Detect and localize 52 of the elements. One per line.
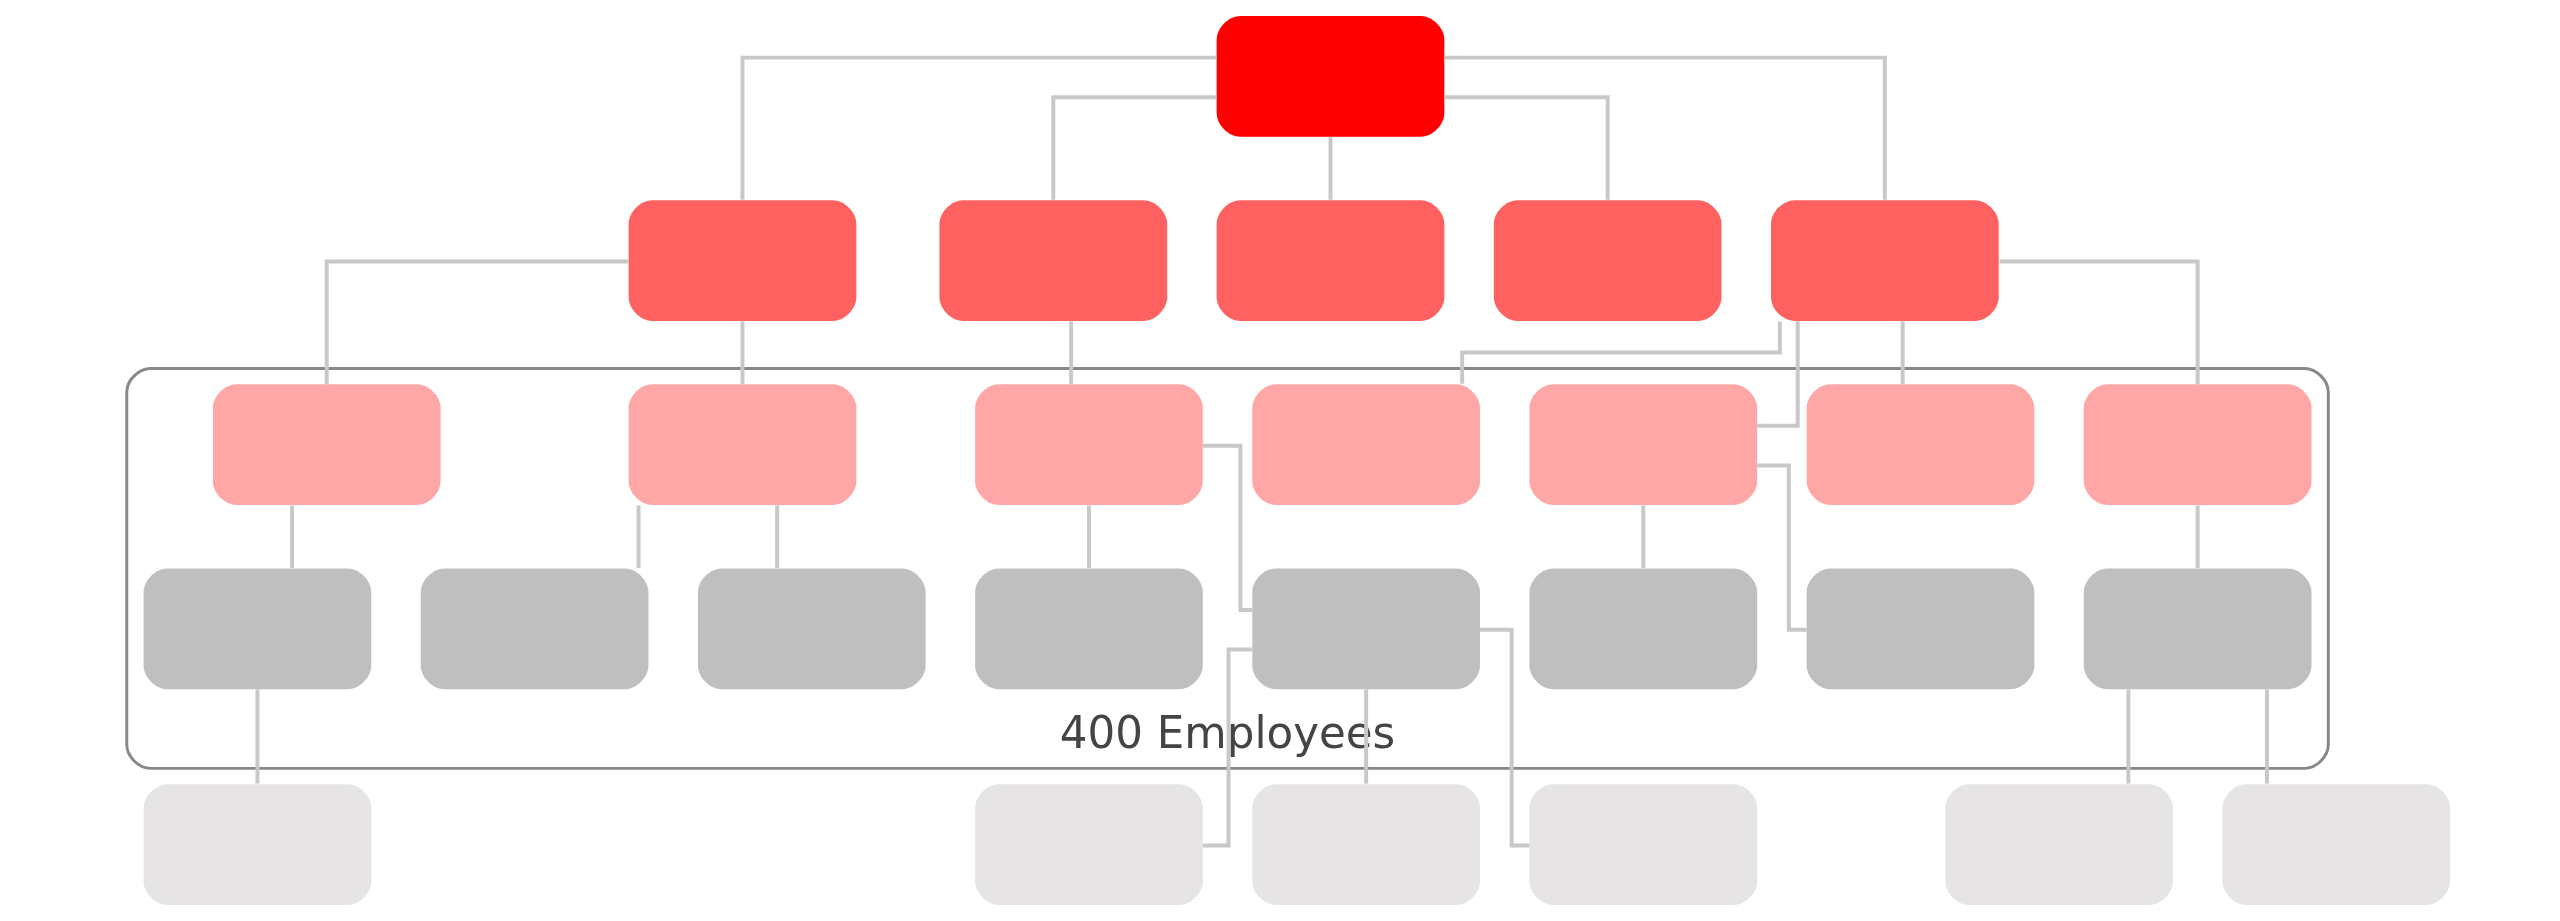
node-box — [974, 784, 1203, 905]
cluster: 400 Employees — [124, 366, 2330, 770]
node-box — [1806, 384, 2034, 506]
node-box — [697, 568, 926, 690]
connector — [289, 505, 294, 569]
connector — [1900, 321, 1905, 384]
node-box — [2221, 784, 2450, 905]
connector — [1756, 463, 1807, 632]
node-box — [1528, 784, 1757, 905]
node-box — [2083, 384, 2311, 506]
node-box — [143, 568, 371, 690]
connector — [1756, 321, 1800, 428]
node-box — [628, 384, 856, 506]
node-box — [974, 568, 1203, 690]
node-box — [212, 384, 441, 506]
node-box — [1770, 200, 1999, 321]
connector — [636, 505, 640, 569]
connector — [254, 689, 259, 784]
node-box — [1216, 200, 1444, 321]
connector — [740, 55, 1216, 200]
connector — [2264, 689, 2269, 784]
connector — [1328, 137, 1332, 200]
connector — [740, 321, 744, 384]
node-box — [1251, 384, 1480, 506]
node-box — [420, 568, 648, 690]
connector — [1068, 321, 1073, 384]
node-box — [1251, 784, 1480, 905]
node-box — [974, 384, 1203, 506]
node-box — [1251, 568, 1480, 690]
node-box — [1528, 384, 1757, 506]
node-box — [143, 784, 371, 905]
node-box — [2083, 568, 2311, 690]
connector — [1640, 505, 1645, 569]
connector — [1444, 95, 1610, 200]
connector — [2125, 689, 2130, 784]
node-box — [1493, 200, 1721, 321]
node-box — [1806, 568, 2034, 690]
connector — [1999, 259, 2200, 385]
node-box — [939, 200, 1167, 321]
connector — [774, 505, 779, 569]
node-box — [1528, 568, 1757, 690]
connector — [1363, 689, 1368, 784]
connector — [1444, 55, 1887, 200]
node-box — [628, 200, 856, 321]
connector — [1050, 95, 1216, 200]
connector — [1086, 505, 1091, 569]
connector — [2195, 505, 2200, 569]
connector — [1459, 321, 1782, 384]
connector — [1202, 647, 1252, 848]
node-box — [1944, 784, 2173, 905]
connector — [324, 259, 628, 385]
node-box — [1216, 16, 1444, 137]
